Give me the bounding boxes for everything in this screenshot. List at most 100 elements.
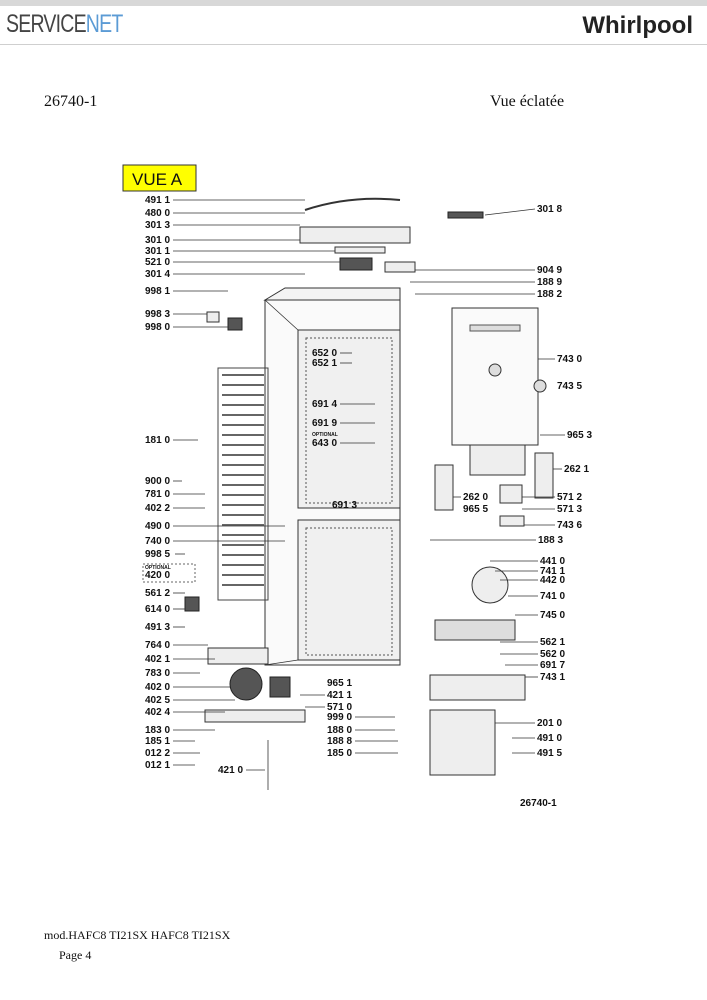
drain-tray (429, 674, 526, 701)
callout-label: 201 0 (537, 718, 562, 729)
callout-label: 521 0 (145, 257, 170, 268)
callout-label: 491 1 (145, 195, 170, 206)
optional-tag: OPTIONAL (145, 565, 171, 571)
callout-label: 571 2 (557, 492, 582, 503)
duct-cover (534, 452, 554, 499)
callout-label: 652 1 (312, 358, 337, 369)
page-number: Page 4 (59, 948, 92, 962)
header-divider (0, 44, 707, 45)
callout-label: 402 2 (145, 503, 170, 514)
callout-label: 491 0 (537, 733, 562, 744)
callout-label: 743 1 (540, 672, 565, 683)
document-number: 26740-1 (44, 93, 98, 110)
callout-label: 490 0 (145, 521, 170, 532)
servicenet-logo: SERVICENET (6, 10, 123, 38)
callout-label: 402 5 (145, 695, 170, 706)
callout-label: 181 0 (145, 435, 170, 446)
center-callouts: 652 0 652 1 691 4 691 9 OPTIONAL 643 0 6… (300, 348, 398, 759)
callout-label: 741 1 (540, 566, 565, 577)
compressor-bracket (207, 647, 269, 665)
callout-label: 764 0 (145, 640, 170, 651)
callout-label: 614 0 (145, 604, 170, 615)
callout-label: 571 3 (557, 504, 582, 515)
callout-label: 188 3 (538, 535, 563, 546)
callout-label: 183 0 (145, 725, 170, 736)
top-strip (334, 246, 386, 254)
callout-label: 442 0 (540, 575, 565, 586)
back-cover (429, 709, 496, 776)
fridge-cabinet (263, 287, 401, 666)
evaporator (434, 619, 516, 641)
callout-label: 491 3 (145, 622, 170, 633)
callout-label: 301 8 (537, 204, 562, 215)
top-cable (304, 197, 401, 211)
callout-label: 402 1 (145, 654, 170, 665)
view-label: VUE A (132, 170, 183, 189)
callout-label: 999 0 (327, 712, 352, 723)
callout-label: 965 5 (463, 504, 488, 515)
optional-tag: OPTIONAL (312, 432, 338, 438)
callout-label: 743 6 (557, 520, 582, 531)
relay (184, 596, 200, 612)
callout-label: 012 2 (145, 748, 170, 759)
callout-label: 900 0 (145, 476, 170, 487)
callout-label: 998 5 (145, 549, 170, 560)
control-board (339, 257, 373, 271)
compressor (229, 667, 263, 701)
callout-label: 691 7 (540, 660, 565, 671)
callout-label: 691 9 (312, 418, 337, 429)
view-title: Vue éclatée (490, 93, 565, 110)
callout-label: 741 0 (540, 591, 565, 602)
fan-motor (471, 566, 509, 604)
base-plate (204, 709, 306, 723)
callout-label: 965 1 (327, 678, 352, 689)
callout-label: 262 1 (564, 464, 589, 475)
duct-part (434, 464, 454, 511)
callout-label: 562 0 (540, 649, 565, 660)
callout-label: 691 4 (312, 399, 337, 410)
callout-label: 188 2 (537, 289, 562, 300)
view-label-box (122, 164, 197, 192)
callout-label: 998 1 (145, 286, 170, 297)
drawing-reference: 26740-1 (520, 798, 557, 809)
callout-label: 781 0 (145, 489, 170, 500)
callout-label: 998 0 (145, 322, 170, 333)
callout-label: 562 1 (540, 637, 565, 648)
starter (269, 676, 291, 698)
callout-label: 421 0 (218, 765, 243, 776)
cap-strip (447, 211, 484, 219)
callout-label: 188 9 (537, 277, 562, 288)
callout-label: 012 1 (145, 760, 170, 771)
right-callouts: 301 8 904 9 188 9 188 2 743 0 743 5 965 … (410, 204, 592, 759)
callout-label: 691 3 (332, 500, 357, 511)
callout-label: 188 8 (327, 736, 352, 747)
callout-label: 743 5 (557, 381, 582, 392)
hinge-cover (384, 261, 416, 273)
callout-label: 571 0 (327, 702, 352, 713)
callout-label: 301 3 (145, 220, 170, 231)
callout-label: 402 0 (145, 682, 170, 693)
callout-label: 402 4 (145, 707, 170, 718)
callout-label: 301 1 (145, 246, 170, 257)
left-callouts: 491 1 480 0 301 3 301 0 301 1 521 0 301 … (142, 195, 340, 776)
callout-label: 262 0 (463, 492, 488, 503)
callout-label: 491 5 (537, 748, 562, 759)
evaporator-panel (451, 307, 547, 476)
callout-label: 783 0 (145, 668, 170, 679)
bracket (227, 317, 243, 331)
callout-label: 301 4 (145, 269, 170, 280)
callout-label: 420 0 (145, 570, 170, 581)
callout-label: 643 0 (312, 438, 337, 449)
callout-label: 561 2 (145, 588, 170, 599)
drain-piece (499, 515, 525, 527)
callout-label: 185 1 (145, 736, 170, 747)
callout-label: 998 3 (145, 309, 170, 320)
callout-label: 185 0 (327, 748, 352, 759)
whirlpool-logo: Whirlpool (582, 12, 693, 39)
callout-label: 740 0 (145, 536, 170, 547)
callout-label: 652 0 (312, 348, 337, 359)
callout-label: 904 9 (537, 265, 562, 276)
clip (206, 311, 220, 323)
callout-label: 745 0 (540, 610, 565, 621)
